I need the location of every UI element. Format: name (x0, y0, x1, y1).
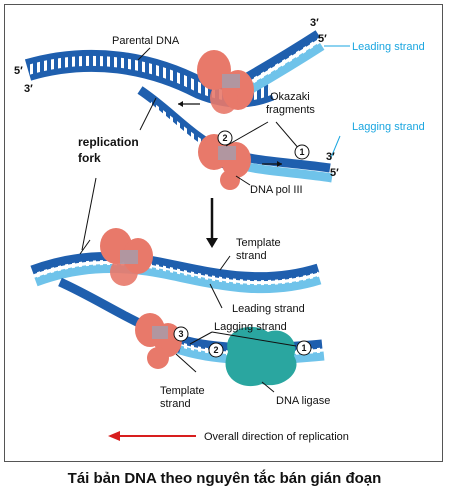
prime-label: 3′ (24, 83, 33, 95)
marker-3 (173, 326, 189, 342)
prime-label: 5′ (318, 33, 327, 45)
marker-1-bottom (296, 340, 312, 356)
lagging-pointer-line (329, 135, 341, 161)
arrowhead-icon (178, 101, 183, 107)
overall-direction-label: Overall direction of replication (204, 431, 349, 443)
leading-strand-label: Leading strand (352, 41, 425, 53)
ligase-pointer-line (261, 381, 275, 393)
fork-pointer-line (139, 97, 157, 131)
prime-label: 3′ (310, 17, 319, 29)
replication-label: replication (78, 135, 139, 149)
marker-1-bottom-label: 1 (301, 343, 306, 353)
lagging-strand-label: Lagging strand (352, 121, 425, 133)
left-arrow-icon (108, 431, 120, 441)
figure-caption: Tái bản DNA theo nguyên tắc bán gián đoạ… (67, 470, 382, 487)
okazaki-pointer-line (225, 121, 269, 147)
arrowhead-icon (277, 161, 282, 167)
parental-pointer-line (137, 47, 151, 61)
bottom-leading-duplex (30, 252, 322, 294)
marker-3-label: 3 (178, 329, 183, 339)
lagging-pointer-line-bottom (211, 331, 297, 347)
dna-polymerase-bottom-lagging (135, 313, 182, 369)
prime-label: 5′ (330, 167, 339, 179)
prime-label: 3′ (326, 151, 335, 163)
fork-pointer-line (81, 177, 97, 251)
template-strand-label-3: Template (160, 385, 205, 397)
dna-pol-iii-label: DNA pol III (250, 184, 303, 196)
leading-pointer-line-bottom (209, 283, 223, 309)
down-arrow-icon (206, 238, 218, 248)
dna-polymerase-bottom-leading (100, 228, 153, 286)
template-strand-label-2: strand (236, 250, 267, 262)
template-pointer-line-bottom (175, 353, 197, 373)
fragments-label: fragments (266, 104, 315, 116)
okazaki-label: Okazaki (270, 91, 310, 103)
lagging-pointer-line-bottom (189, 331, 213, 345)
marker-2-label: 2 (222, 133, 227, 143)
marker-2-bottom-label: 2 (213, 345, 218, 355)
fork-pointer-line-bottom (79, 239, 91, 255)
parental-dna-label: Parental DNA (112, 35, 180, 47)
marker-2-bottom (208, 342, 224, 358)
leading-strand-label-bottom: Leading strand (232, 303, 305, 315)
prime-label: 5′ (14, 65, 23, 77)
template-pointer-line (219, 255, 231, 271)
marker-2 (217, 130, 233, 146)
template-strand-label-4: strand (160, 398, 191, 410)
fork-label: fork (78, 151, 101, 165)
template-strand-label-1: Template (236, 237, 281, 249)
dna-polymerase-leading (197, 50, 254, 114)
dna-ligase-label: DNA ligase (276, 395, 330, 407)
okazaki-pointer-line (275, 121, 301, 151)
dna-ligase (225, 326, 297, 387)
lagging-strand-label-bottom: Lagging strand (214, 321, 287, 333)
pol-pointer-line (235, 175, 251, 186)
marker-1-label: 1 (299, 147, 304, 157)
marker-1 (294, 144, 310, 160)
